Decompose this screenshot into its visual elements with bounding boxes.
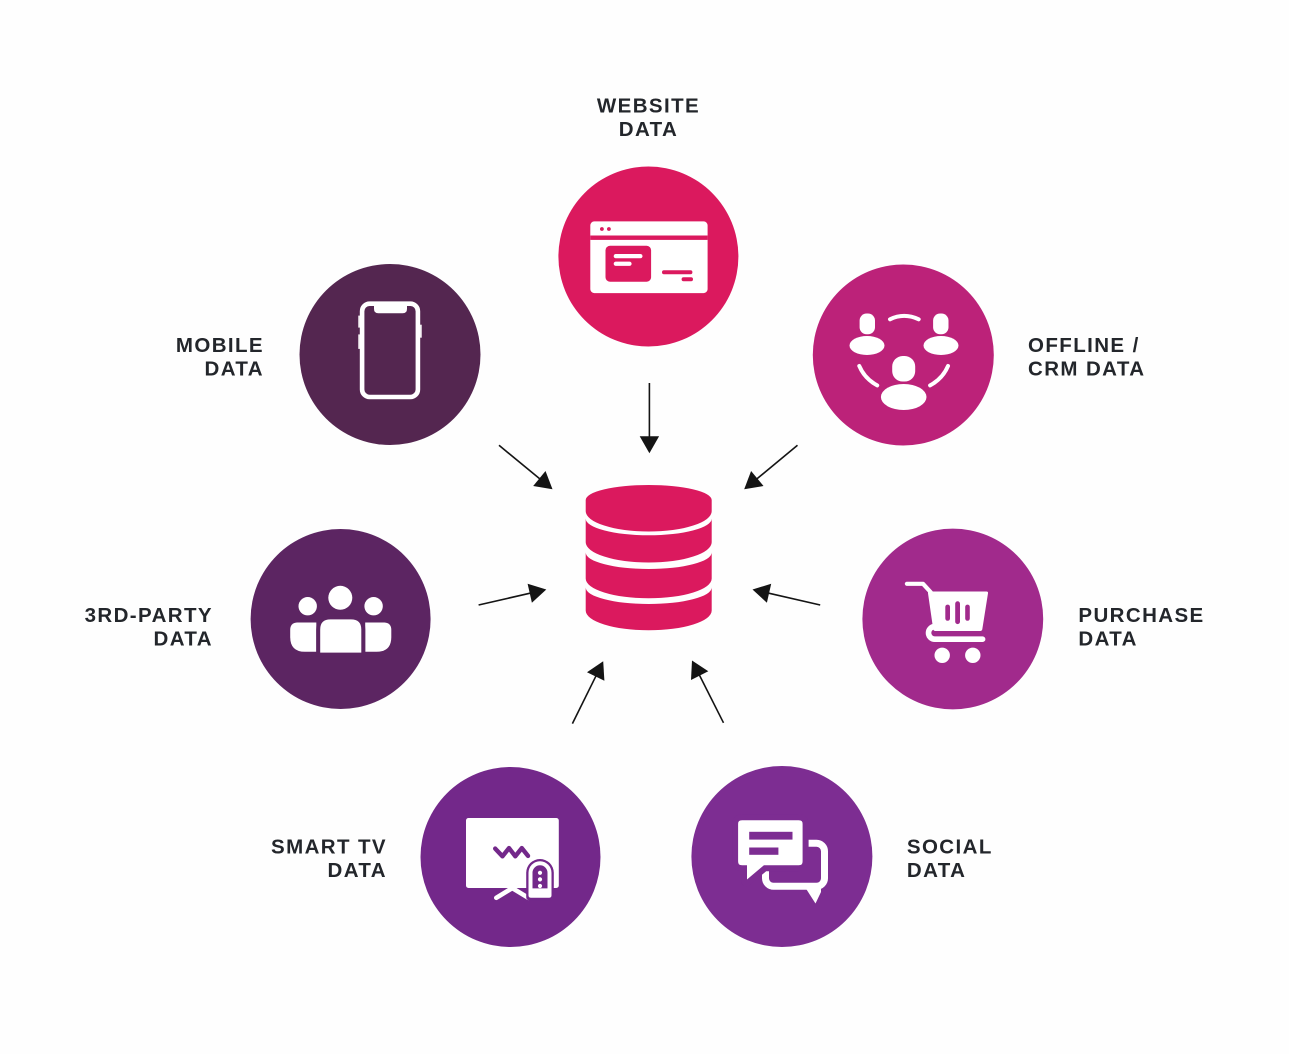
svg-text:DATA: DATA (328, 859, 388, 882)
svg-text:SOCIAL: SOCIAL (907, 836, 993, 859)
svg-text:MOBILE: MOBILE (176, 334, 264, 357)
svg-text:DATA: DATA (154, 628, 214, 651)
svg-text:DATA: DATA (907, 859, 967, 882)
svg-text:DATA: DATA (1078, 628, 1138, 651)
svg-text:OFFLINE /: OFFLINE / (1028, 334, 1140, 357)
svg-text:SMART TV: SMART TV (271, 836, 387, 859)
svg-text:WEBSITE: WEBSITE (597, 95, 700, 118)
svg-text:DATA: DATA (205, 357, 265, 380)
svg-text:3RD-PARTY: 3RD-PARTY (85, 604, 213, 627)
svg-text:CRM DATA: CRM DATA (1028, 357, 1145, 380)
svg-text:DATA: DATA (619, 118, 679, 141)
svg-text:PURCHASE: PURCHASE (1078, 604, 1204, 627)
